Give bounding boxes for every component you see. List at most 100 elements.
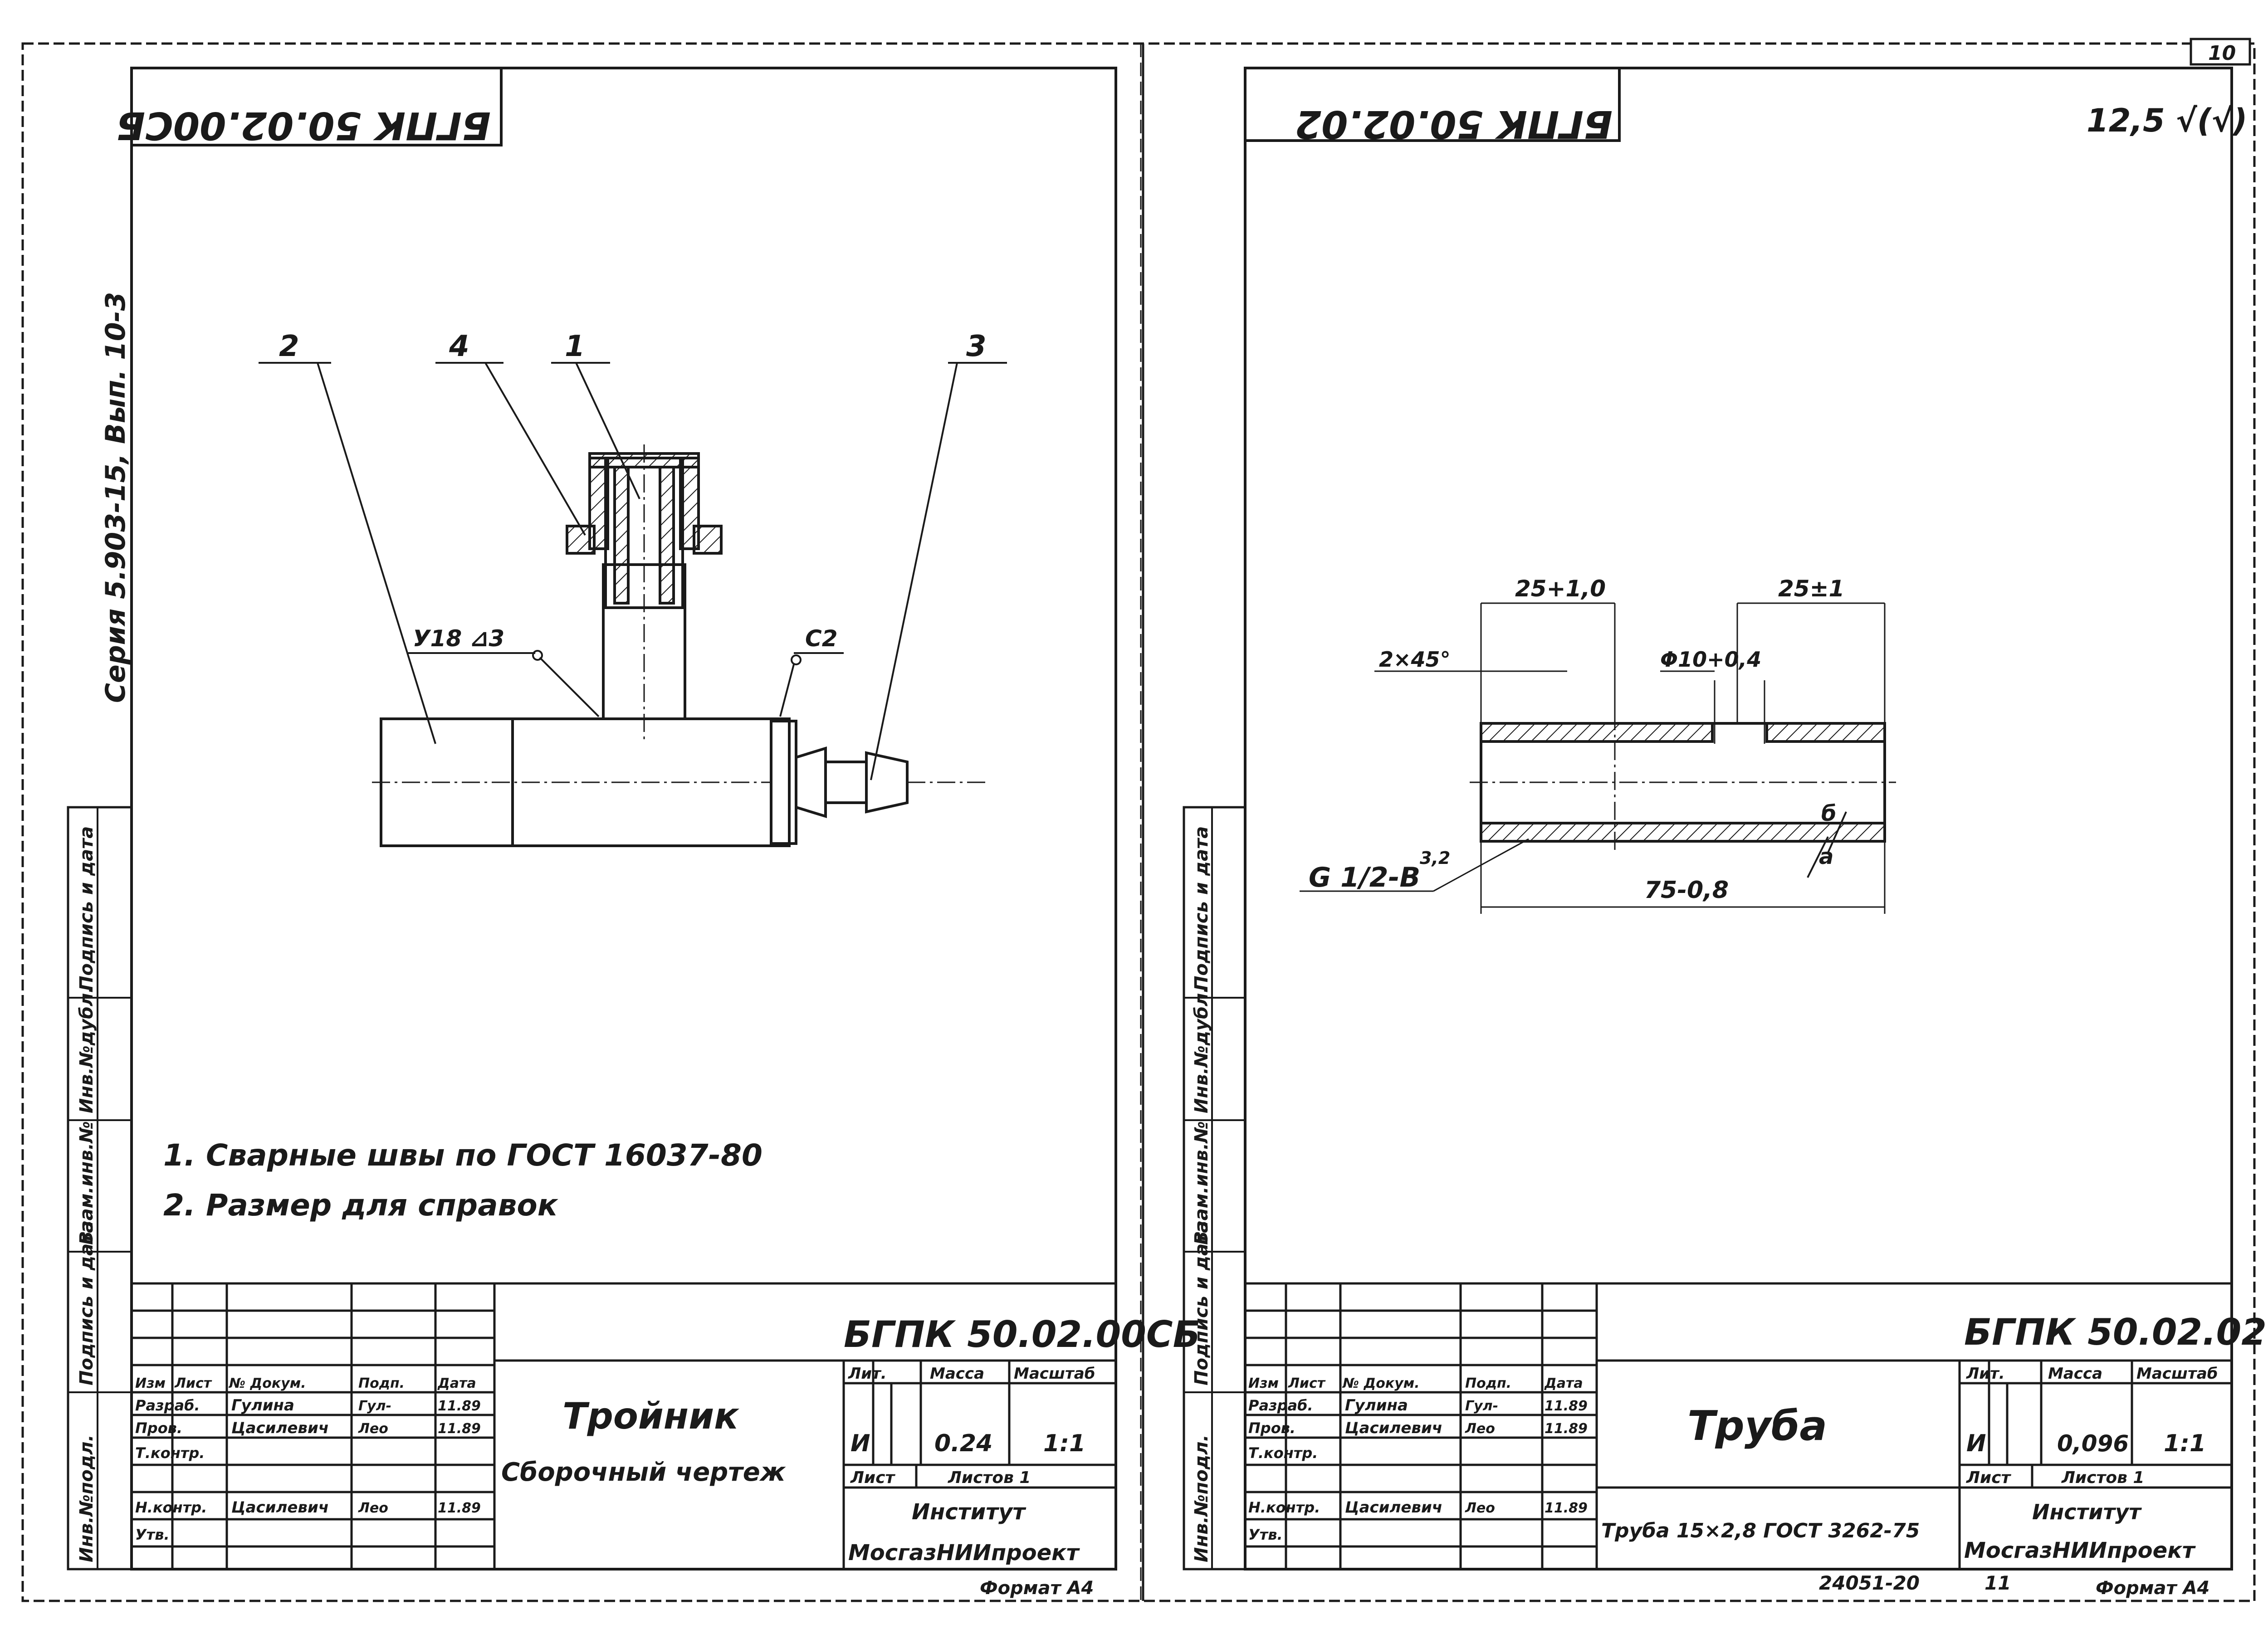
outer-frame xyxy=(21,42,2256,1602)
left-block-code: БГПК 50.02.00СБ xyxy=(844,1313,1201,1356)
left-row-name: Цасилевич xyxy=(231,1419,329,1437)
left-row-role: Н.контр. xyxy=(135,1499,207,1516)
footer-code: 24051-20 xyxy=(1819,1572,1920,1594)
right-mass-value: 0,096 xyxy=(2057,1430,2129,1457)
left-title-block xyxy=(132,1282,1116,1569)
left-hdr-col: Лист xyxy=(174,1375,212,1391)
right-hdr-col: № Докум. xyxy=(1342,1375,1420,1391)
left-hdr-col: № Докум. xyxy=(228,1375,306,1391)
right-org-line2: МосгазНИИпроект xyxy=(1964,1538,2196,1563)
left-sheet: БГПК 50.02.00СБ Серия 5.903-15, Вып. 10-… xyxy=(67,67,1201,1599)
left-org-line1: Институт xyxy=(912,1499,1026,1525)
right-scale-value: 1:1 xyxy=(2164,1430,2206,1457)
right-lit-value: И xyxy=(1966,1430,1986,1457)
dim-thread: G 1/2-B xyxy=(1309,862,1420,893)
left-part-name: Тройник xyxy=(562,1395,739,1437)
callout-3: 3 xyxy=(966,330,987,363)
right-row-name: Цасилевич xyxy=(1345,1419,1442,1437)
right-side-stamp: Инв.№подл. Подпись и дата Взам.инв.№ Инв… xyxy=(1183,806,1246,1571)
right-sheets-label: Листов 1 xyxy=(2061,1468,2144,1487)
roughness-mark: 12,5 √(√) xyxy=(2087,102,2247,139)
stamp-label: Взам.инв.№ xyxy=(1191,1121,1212,1245)
note-2: 2. Размер для справок xyxy=(163,1188,559,1223)
left-lit-value: И xyxy=(850,1430,870,1457)
left-row-sign: Лео xyxy=(358,1500,388,1516)
stamp-label: Инв.№дубл. xyxy=(1191,986,1212,1113)
left-row-date: 11.89 xyxy=(438,1500,481,1516)
stamp-label: Подпись и дата xyxy=(1191,1221,1212,1385)
right-row-date: 11.89 xyxy=(1545,1500,1588,1516)
dim-thread-roughness: 3,2 xyxy=(1420,848,1450,868)
callout-2: 2 xyxy=(279,330,299,363)
callout-4: 4 xyxy=(449,330,469,363)
left-row-date: 11.89 xyxy=(438,1398,481,1414)
left-row-role: Утв. xyxy=(135,1526,170,1543)
left-sheets-label: Листов 1 xyxy=(948,1468,1031,1487)
dim-hole-diameter: Φ10+0,4 xyxy=(1660,647,1761,672)
page-number: 10 xyxy=(2208,42,2236,65)
right-title-block xyxy=(1245,1282,2232,1569)
stamp-label: Инв.№подл. xyxy=(76,1434,97,1562)
callout-leaders xyxy=(259,362,1007,780)
series-label: Серия 5.903-15, Вып. 10-3 xyxy=(100,292,132,703)
stamp-label: Подпись и дата xyxy=(76,1221,97,1385)
left-hdr-col: Дата xyxy=(437,1375,476,1391)
left-row-role: Пров. xyxy=(135,1419,182,1437)
right-part-name: Труба xyxy=(1687,1402,1827,1450)
right-row-role: Разраб. xyxy=(1248,1397,1313,1414)
right-mass-label: Масса xyxy=(2048,1365,2102,1383)
right-block-code: БГПК 50.02.02 xyxy=(1964,1311,2267,1353)
right-row-sign: Гул- xyxy=(1465,1398,1498,1414)
left-row-name: Гулина xyxy=(231,1396,294,1415)
left-sheet-label: Лист xyxy=(850,1468,895,1487)
right-row-name: Цасилевич xyxy=(1345,1498,1442,1517)
right-lit-label: Лит. xyxy=(1966,1365,2005,1383)
right-row-date: 11.89 xyxy=(1545,1421,1588,1437)
right-hdr-col: Дата xyxy=(1544,1375,1583,1391)
note-1: 1. Сварные швы по ГОСТ 16037-80 xyxy=(163,1138,763,1173)
left-row-role: Т.контр. xyxy=(135,1444,205,1462)
right-part-material: Труба 15×2,8 ГОСТ 3262-75 xyxy=(1601,1519,1920,1542)
left-top-code: БГПК 50.02.00СБ xyxy=(116,103,491,148)
weld-mark-left: У18 ⊿3 xyxy=(413,625,504,652)
page-number-box: 10 xyxy=(2190,38,2251,66)
left-part-subtitle: Сборочный чертеж xyxy=(501,1458,786,1487)
left-format: Формат А4 xyxy=(980,1578,1094,1599)
left-org-line2: МосгазНИИпроект xyxy=(848,1540,1080,1566)
left-hdr-col: Изм xyxy=(135,1375,166,1391)
weld-mark-right: С2 xyxy=(805,625,837,652)
right-row-role: Утв. xyxy=(1248,1526,1283,1543)
stamp-label: Инв.№подл. xyxy=(1191,1434,1212,1562)
right-sheet: БГПК 50.02.02 12,5 √(√) Инв.№подл. Подпи… xyxy=(1183,67,2267,1599)
left-row-role: Разраб. xyxy=(135,1397,200,1414)
left-lit-label: Лит. xyxy=(848,1365,887,1383)
right-row-sign: Лео xyxy=(1465,1500,1495,1516)
left-hdr-col: Подп. xyxy=(358,1375,405,1391)
stamp-label: Взам.инв.№ xyxy=(76,1121,97,1245)
right-row-role: Т.контр. xyxy=(1248,1444,1318,1462)
left-side-stamp: Инв.№подл. Подпись и дата Взам.инв.№ Инв… xyxy=(67,806,133,1571)
stamp-label: Подпись и дата xyxy=(1191,826,1212,991)
left-scale-label: Масштаб xyxy=(1014,1365,1095,1383)
stamp-label: Инв.№дубл. xyxy=(76,986,97,1113)
left-row-name: Цасилевич xyxy=(231,1498,329,1517)
right-org-line1: Институт xyxy=(2032,1500,2142,1524)
tee-assembly xyxy=(372,444,989,847)
right-format: Формат А4 xyxy=(2096,1578,2209,1599)
dim-total-length: 75-0,8 xyxy=(1644,877,1729,904)
left-row-date: 11.89 xyxy=(438,1421,481,1437)
dim-left-offset: 25+1,0 xyxy=(1515,576,1606,602)
right-row-sign: Лео xyxy=(1465,1421,1495,1437)
stamp-label: Подпись и дата xyxy=(76,826,97,991)
right-row-name: Гулина xyxy=(1345,1396,1408,1415)
left-row-sign: Гул- xyxy=(358,1398,391,1414)
left-row-sign: Лео xyxy=(358,1421,388,1437)
left-mass-label: Масса xyxy=(930,1365,984,1383)
dim-chamfer: 2×45° xyxy=(1379,647,1451,672)
right-top-code: БГПК 50.02.02 xyxy=(1295,102,1613,146)
right-row-role: Н.контр. xyxy=(1248,1499,1320,1516)
right-row-date: 11.89 xyxy=(1545,1398,1588,1414)
section-mark-b: б xyxy=(1821,801,1837,826)
left-mass-value: 0.24 xyxy=(934,1430,992,1457)
callout-1: 1 xyxy=(565,330,585,363)
